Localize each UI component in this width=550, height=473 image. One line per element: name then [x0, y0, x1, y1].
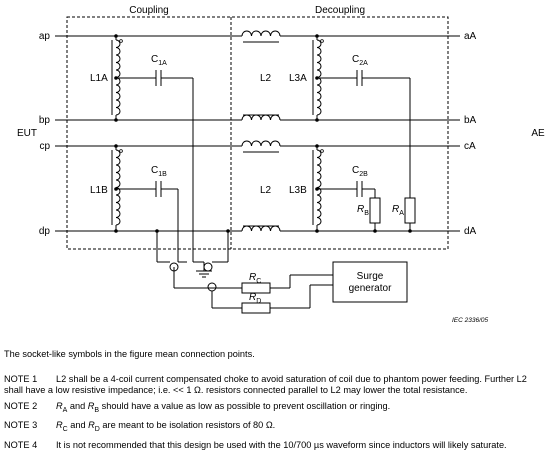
socket-wiring — [156, 231, 229, 271]
port-da-label: dA — [464, 226, 477, 237]
circuit-diagram: Coupling Decoupling ap bp cp dp aA bA cA… — [17, 5, 545, 324]
eut-label: EUT — [17, 128, 37, 139]
note-4-text: It is not recommended that this design b… — [56, 439, 507, 450]
capacitor-c2a — [317, 70, 411, 198]
choke-coil-d — [241, 225, 281, 232]
choke-coil-b — [241, 114, 281, 121]
capacitor-c1b-label: C1B — [151, 165, 167, 178]
figure-id: IEC 2336/05 — [452, 317, 489, 324]
connection-socket — [169, 262, 218, 292]
capacitor-c2a-label: C2A — [352, 54, 368, 67]
surge-generator-box — [332, 261, 408, 303]
note-2-text: should have a value as low as possible t… — [99, 400, 391, 411]
note-3-symbol-rc: RC — [56, 420, 68, 434]
note-3-label: NOTE 3 — [4, 420, 38, 431]
notes-intro: The socket-like symbols in the figure me… — [4, 349, 255, 359]
note-2-symbol-ra: RA — [56, 400, 68, 414]
notes-section: The socket-like symbols in the figure me… — [4, 349, 546, 455]
capacitor-c2b — [317, 181, 376, 198]
enclosure-dashed — [66, 16, 449, 250]
coil-l2-bottom-label: L2 — [260, 185, 272, 196]
port-dp-label: dp — [39, 226, 51, 237]
note-3-symbol-rd: RD — [88, 420, 100, 434]
note-3-text: are meant to be isolation resistors of 8… — [99, 420, 276, 431]
resistor-ra-body — [404, 197, 416, 224]
capacitor-c1b — [116, 181, 179, 262]
choke-coil-a — [241, 30, 281, 43]
note-4: NOTE 4 It is not recommended that this de… — [4, 440, 546, 452]
capacitor-c1a-label: C1A — [151, 54, 167, 67]
port-ap-label: ap — [39, 31, 51, 42]
ae-label: AE — [531, 128, 545, 139]
resistor-rd-label: RD — [249, 292, 261, 305]
resistor-rb-body — [369, 197, 381, 224]
polarity-dots — [119, 39, 324, 153]
port-ca-label: cA — [464, 141, 476, 152]
port-ba-label: bA — [464, 115, 477, 126]
surge-generator-label-line1: Surge — [357, 271, 384, 282]
ground-symbol — [196, 270, 212, 278]
coil-l1b-label: L1B — [90, 185, 108, 196]
resistor-rc-label: RC — [249, 272, 261, 285]
coil-l1a-label: L1A — [90, 73, 108, 84]
note-1-text: L2 shall be a 4-coil current compensated… — [4, 373, 527, 396]
port-cp-label: cp — [39, 141, 50, 152]
capacitor-c1a — [116, 70, 194, 262]
capacitor-c2b-label: C2B — [352, 165, 368, 178]
port-aa-label: aA — [464, 31, 477, 42]
section-decoupling-label: Decoupling — [315, 5, 365, 16]
note-2-label: NOTE 2 — [4, 400, 38, 411]
note-4-label: NOTE 4 — [4, 439, 38, 450]
section-coupling-label: Coupling — [129, 5, 168, 16]
coil-l3a-label: L3A — [289, 73, 307, 84]
coil-l3b-label: L3B — [289, 185, 307, 196]
note-1-label: NOTE 1 — [4, 373, 38, 384]
junction-dots — [114, 34, 412, 233]
note-2-symbol-rb: RB — [87, 400, 100, 414]
resistor-ra-label: RA — [392, 204, 404, 217]
coil-l2-top-label: L2 — [260, 73, 272, 84]
port-bp-label: bp — [39, 115, 51, 126]
resistor-rb-label: RB — [357, 204, 369, 217]
choke-coil-c — [241, 140, 281, 153]
surge-generator-label-line2: generator — [349, 283, 392, 294]
